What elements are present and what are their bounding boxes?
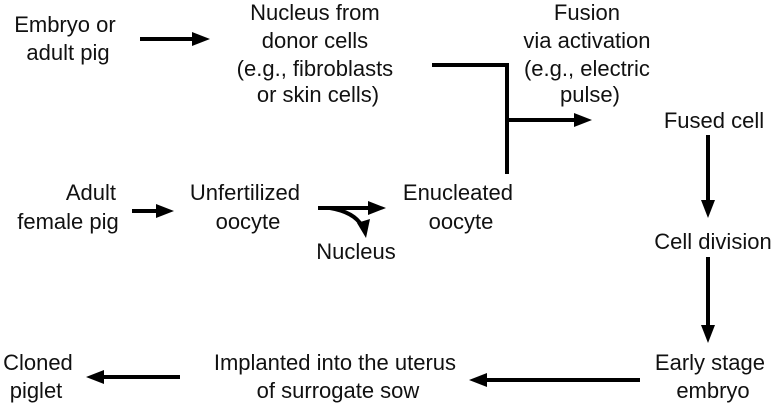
node-early-stage-embryo: Early stage embryo	[655, 350, 771, 403]
connector-nucleus-to-fusion	[432, 63, 509, 174]
node-embryo-or-adult-pig: Embryo or adult pig	[14, 12, 122, 65]
arrow-nucleus-removed	[329, 206, 370, 238]
node-unfertilized-oocyte: Unfertilized oocyte	[190, 180, 306, 234]
arrow-embryo-to-nucleus	[140, 32, 210, 46]
node-fused-cell: Fused cell	[664, 108, 764, 133]
arrow-adult-female-to-oocyte	[132, 204, 174, 218]
node-adult-female-pig: Adult female pig	[17, 180, 122, 234]
arrow-cell-division-to-embryo	[701, 257, 715, 343]
node-enucleated-oocyte: Enucleated oocyte	[403, 180, 519, 234]
node-nucleus-from-donor-cells: Nucleus from donor cells (e.g., fibrobla…	[237, 0, 400, 107]
arrow-implant-to-cloned-piglet	[86, 370, 180, 384]
node-cell-division: Cell division	[654, 229, 771, 254]
node-nucleus: Nucleus	[316, 239, 395, 264]
node-fusion-via-activation: Fusion via activation (e.g., electric pu…	[523, 0, 656, 107]
arrow-oocyte-to-enucleated	[318, 201, 386, 215]
node-cloned-piglet: Cloned piglet	[3, 350, 79, 403]
arrow-fused-cell-to-cell-division	[701, 135, 715, 218]
arrow-embryo-to-implant	[469, 373, 640, 387]
arrow-fusion-to-fused-cell	[507, 113, 592, 127]
node-implanted-into-uterus: Implanted into the uterus of surrogate s…	[214, 350, 462, 403]
